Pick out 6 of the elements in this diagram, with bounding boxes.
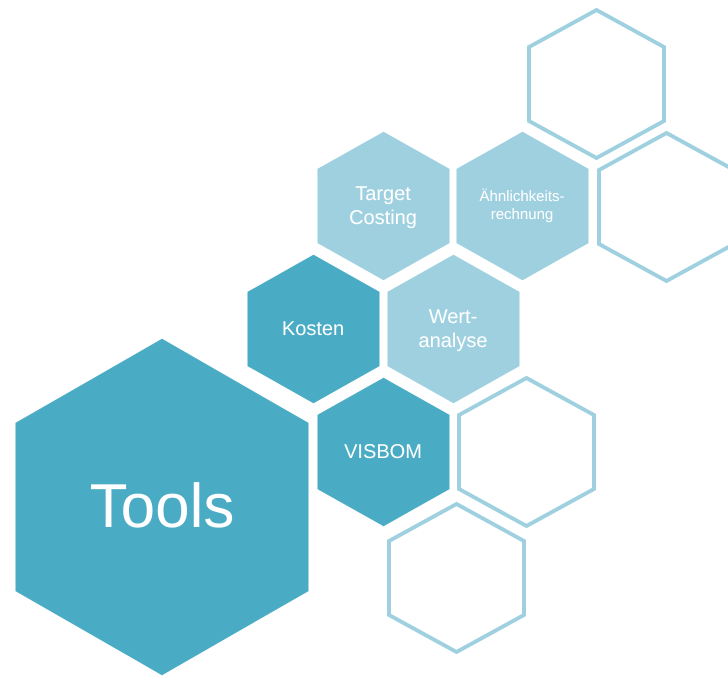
tile-label: Target Costing	[348, 182, 418, 230]
tile-label: Ähnlichkeits- rechnung	[478, 188, 566, 224]
tile-label: VISBOM	[343, 440, 423, 464]
tile-label: Kosten	[280, 317, 346, 341]
tile-label: Wert- analyse	[418, 305, 488, 353]
tile-label: Tools	[88, 471, 236, 543]
